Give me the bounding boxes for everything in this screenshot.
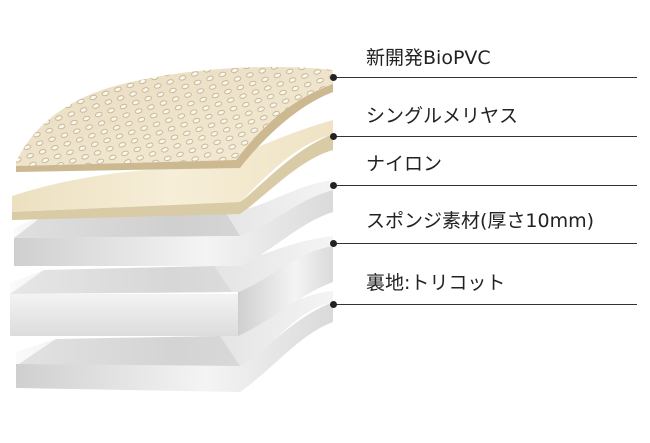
- layer-tricot: [16, 291, 333, 392]
- pointer-dot-tricot: [330, 301, 337, 308]
- pointer-dot-single-knit: [330, 133, 337, 140]
- leader-line-sponge: [333, 243, 637, 244]
- layer-nylon: [14, 180, 333, 266]
- label-nylon: ナイロン: [366, 153, 443, 175]
- leader-line-nylon: [333, 185, 637, 186]
- label-tricot: 裏地:トリコット: [366, 272, 506, 294]
- leader-line-single-knit: [333, 136, 637, 137]
- layer-sponge: [10, 236, 333, 336]
- label-biopvc: 新開発BioPVC: [366, 47, 491, 69]
- leader-line-tricot: [333, 304, 637, 305]
- leader-line-biopvc: [333, 77, 637, 78]
- layer-biopvc: [16, 66, 333, 172]
- label-sponge: スポンジ素材(厚さ10mm): [366, 210, 595, 232]
- label-single-knit: シングルメリヤス: [366, 105, 519, 127]
- pointer-dot-sponge: [330, 240, 337, 247]
- pointer-dot-nylon: [330, 182, 337, 189]
- pointer-dot-biopvc: [330, 74, 337, 81]
- layer-single-knit: [12, 120, 333, 220]
